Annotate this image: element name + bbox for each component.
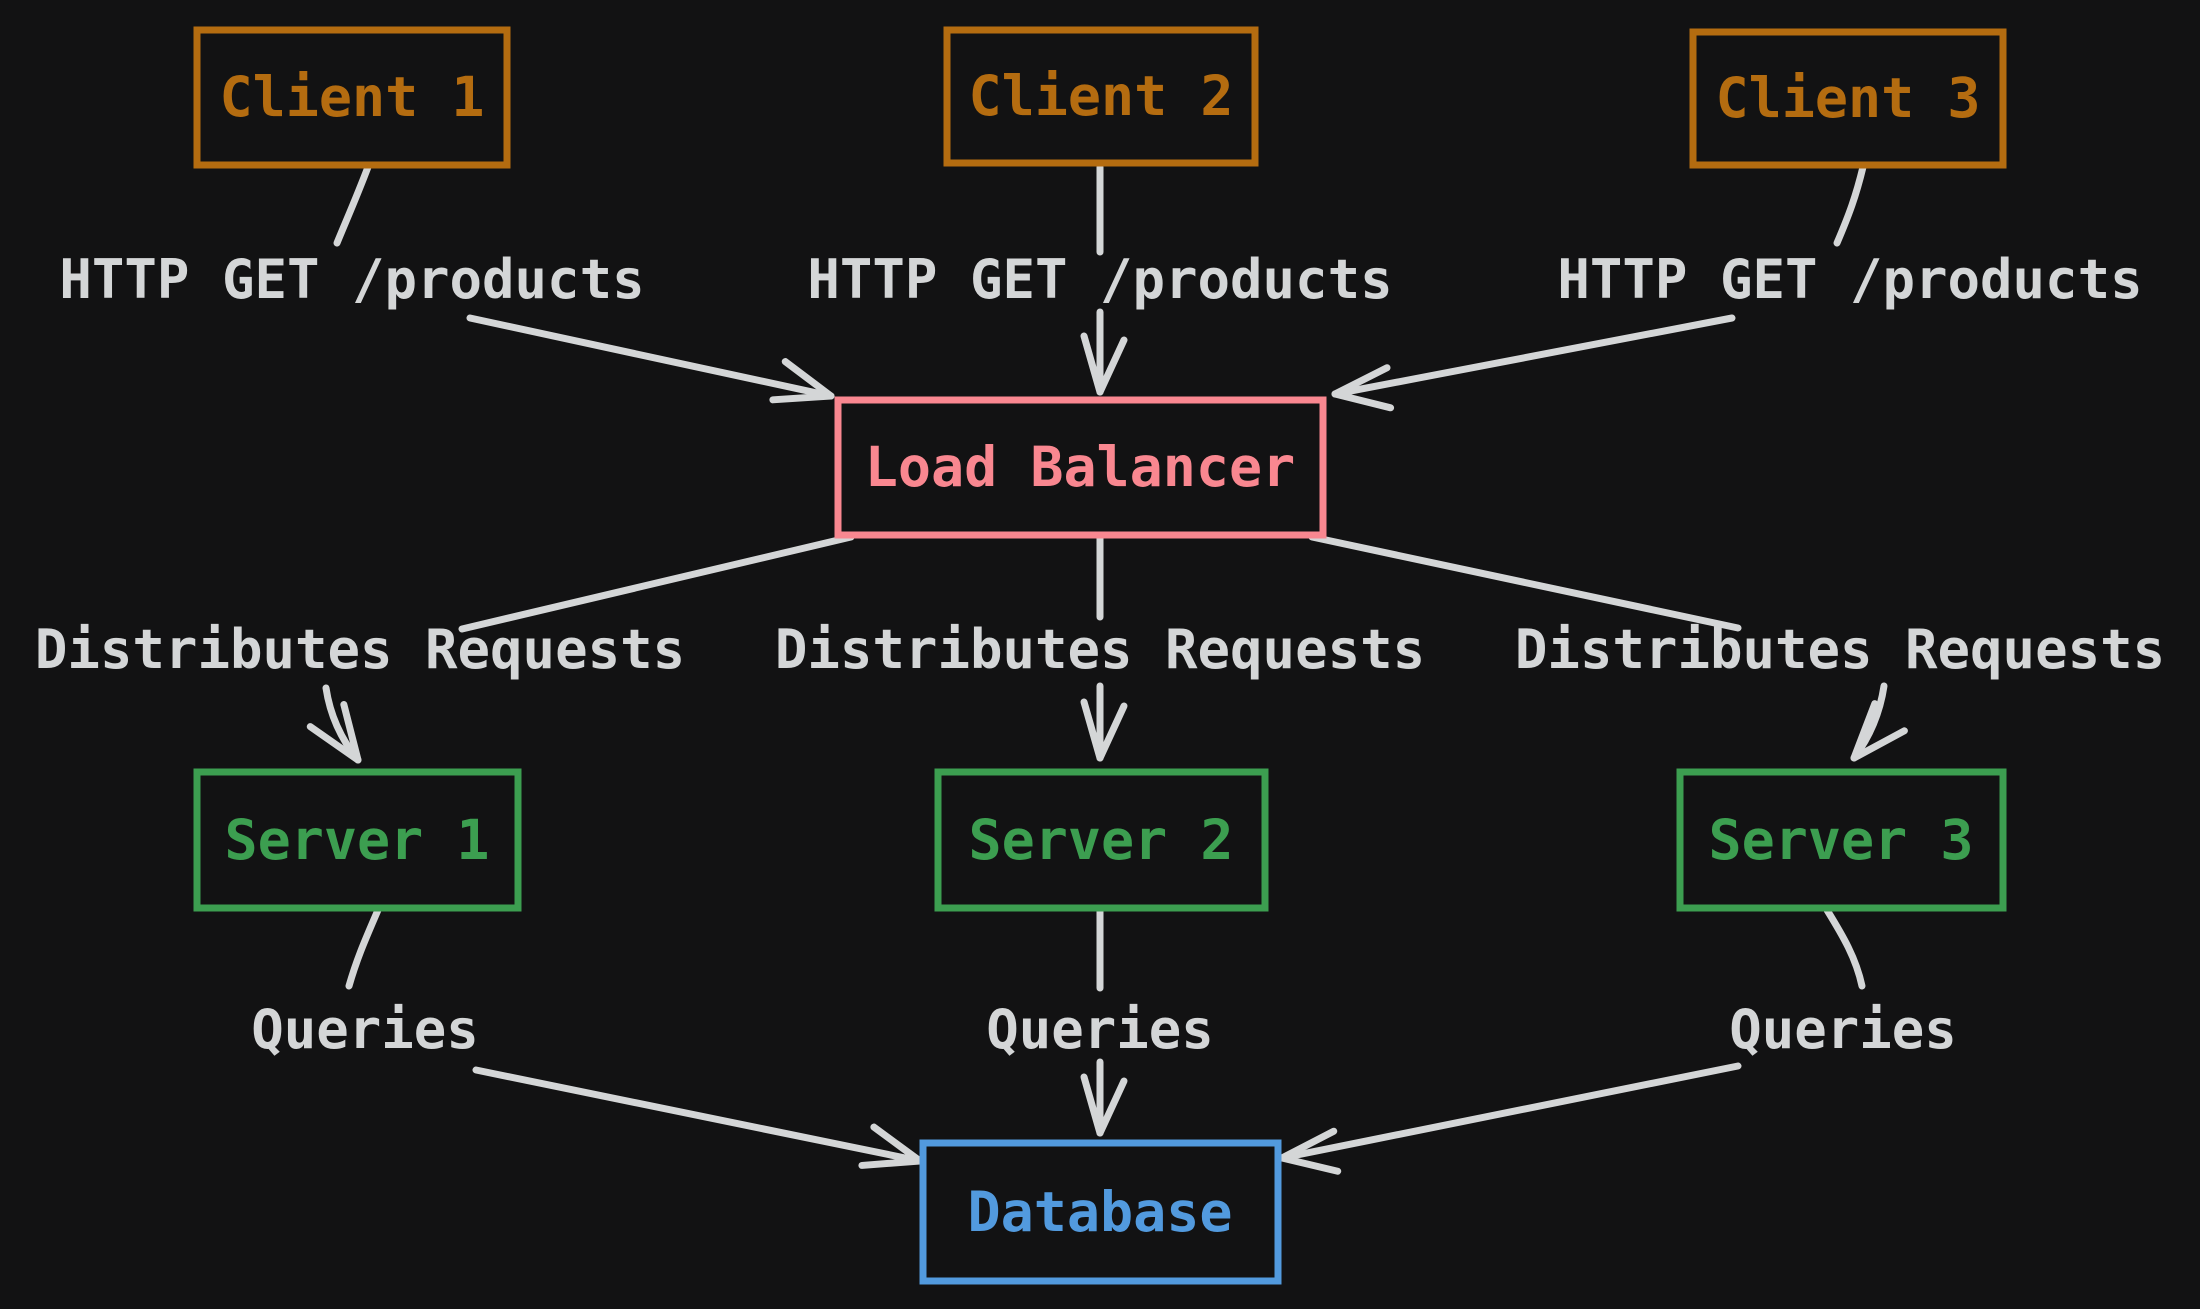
node-server-2: Server 2 (934, 768, 1269, 912)
node-box (834, 396, 1327, 539)
node-label: Client 1 (220, 65, 485, 129)
edge-label-http-get-2: HTTP GET /products (807, 248, 1392, 311)
node-label: Client 2 (969, 64, 1234, 128)
edge-loadbalancer-stub-left (458, 533, 855, 633)
node-client-2: Client 2 (943, 26, 1259, 167)
node-load-balancer: Load Balancer (834, 396, 1327, 539)
node-label: Server 1 (225, 808, 490, 872)
node-box (1689, 28, 2007, 169)
node-box (193, 768, 522, 912)
nodes: Client 1 Client 2 Client 3 Load Balancer… (193, 26, 2007, 1285)
arrow-server3-to-database (1278, 1062, 1742, 1175)
connectors (306, 163, 1908, 1175)
node-label: Database (968, 1180, 1233, 1244)
edge-label-queries-3: Queries (1729, 998, 1957, 1061)
arrow-server1-to-database (472, 1066, 924, 1169)
edge-label-queries-2: Queries (986, 998, 1214, 1061)
edge-label-http-get-3: HTTP GET /products (1557, 248, 2142, 311)
node-client-1: Client 1 (193, 26, 511, 169)
edge-label-http-get-1: HTTP GET /products (59, 248, 644, 311)
node-box (934, 768, 1269, 912)
node-server-3: Server 3 (1676, 768, 2007, 912)
edge-server3-stub (1823, 906, 1866, 990)
edge-label-distributes-1: Distributes Requests (35, 618, 685, 681)
node-label: Client 3 (1716, 66, 1981, 130)
node-box (943, 26, 1259, 167)
edge-label-distributes-2: Distributes Requests (775, 618, 1425, 681)
arrow-client3-to-loadbalancer (1331, 314, 1736, 412)
arrow-client1-to-loadbalancer (466, 314, 835, 404)
arrow-loadbalancer-to-server1 (306, 684, 362, 764)
edge-server1-stub (345, 906, 382, 990)
node-label: Server 2 (969, 808, 1234, 872)
node-box (919, 1139, 1282, 1285)
arrow-loadbalancer-to-server3 (1850, 682, 1908, 762)
node-database: Database (919, 1139, 1282, 1285)
edge-labels: HTTP GET /products HTTP GET /products HT… (35, 248, 2165, 1061)
node-label: Server 3 (1709, 808, 1974, 872)
edge-label-distributes-3: Distributes Requests (1515, 618, 2165, 681)
edge-client3-stub (1833, 163, 1867, 247)
node-client-3: Client 3 (1689, 28, 2007, 169)
edge-label-queries-1: Queries (251, 998, 479, 1061)
edge-loadbalancer-stub-right (1308, 533, 1742, 632)
node-box (193, 26, 511, 169)
node-label: Load Balancer (865, 435, 1295, 499)
node-box (1676, 768, 2007, 912)
edge-client1-stub (333, 163, 372, 247)
node-server-1: Server 1 (193, 768, 522, 912)
